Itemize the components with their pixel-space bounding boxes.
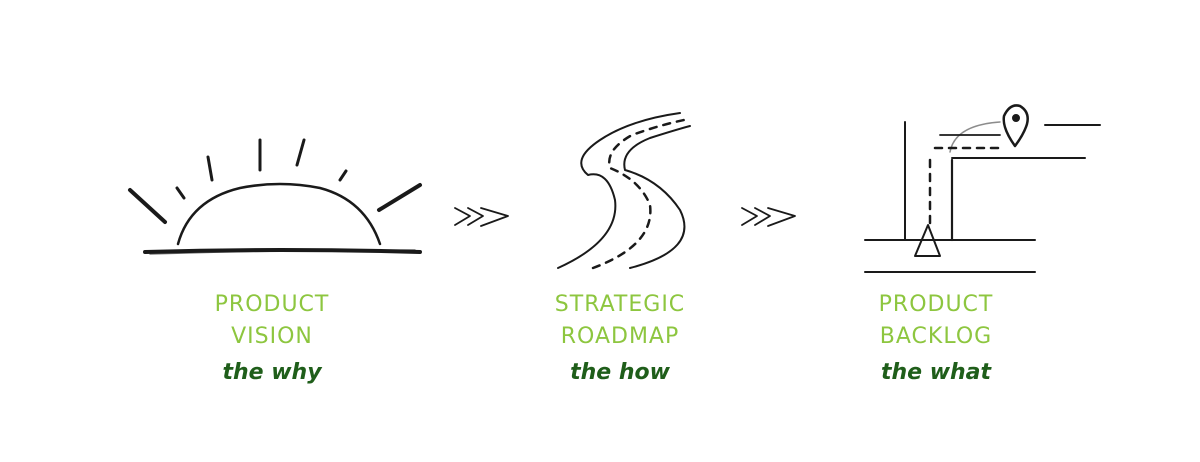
stage-caption-backlog: PRODUCT BACKLOG the what [836, 289, 1036, 389]
stage-title: PRODUCT [878, 292, 994, 317]
stage-title: STRATEGIC [554, 292, 686, 317]
winding-road-icon [557, 112, 691, 270]
stage-subtitle: the what [880, 360, 992, 385]
stage-title: BACKLOG [879, 324, 993, 349]
stage-subtitle: the how [570, 360, 670, 385]
triple-chevron-icon [741, 207, 796, 227]
stage-caption-vision: PRODUCT VISION the why [172, 289, 372, 389]
stage-title: PRODUCT [214, 292, 330, 317]
stage-title: VISION [231, 324, 313, 349]
stage-title: ROADMAP [560, 324, 680, 349]
stage-caption-roadmap: STRATEGIC ROADMAP the how [520, 289, 720, 389]
triple-chevron-icon [454, 207, 509, 227]
road-map-pin-icon [864, 104, 1101, 273]
sunrise-icon [128, 138, 422, 255]
stage-subtitle: the why [222, 360, 322, 385]
